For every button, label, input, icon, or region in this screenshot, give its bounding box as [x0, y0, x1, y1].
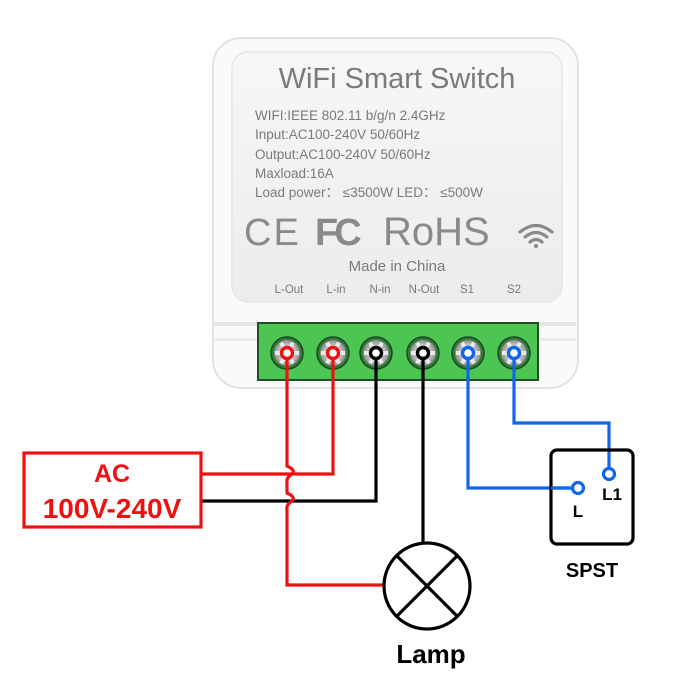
terminal-ring-l-out [279, 345, 295, 361]
spec-line: Load power： ≤3500W LED： ≤500W [255, 185, 483, 200]
terminal-block [257, 322, 539, 381]
wifi-icon [518, 223, 554, 248]
ac-voltage-label: 100V-240V [43, 493, 182, 524]
terminal-ring-s2 [506, 345, 522, 361]
svg-text:RoHS: RoHS [383, 210, 490, 254]
spec-line: Input:AC100-240V 50/60Hz [255, 127, 420, 142]
terminal-labels: L-Out L-in N-in N-Out S1 S2 [275, 284, 521, 296]
spec-line: WIFI:IEEE 802.11 b/g/n 2.4GHz [255, 108, 446, 123]
spst-label: SPST [566, 560, 618, 582]
terminal-ring-n-in [368, 345, 384, 361]
spst-terminal-l-label: L [573, 502, 583, 521]
terminal-label-s1: S1 [460, 284, 474, 296]
terminal-ring-s1 [460, 345, 476, 361]
terminal-ring-n-out [415, 345, 431, 361]
svg-text:CE: CE [244, 212, 301, 254]
wire-s2 [512, 353, 611, 469]
spst-terminal-l-icon [570, 480, 586, 496]
terminal-ring-l-in [325, 345, 341, 361]
origin-label: Made in China [349, 258, 446, 275]
ac-power-source: AC 100V-240V [22, 451, 203, 529]
spec-line: Maxload:16A [255, 166, 334, 181]
device-rail [540, 338, 576, 341]
ac-source-box [22, 451, 203, 529]
svg-text:FC: FC [315, 212, 361, 254]
wire-l-in [202, 353, 335, 476]
spst-terminal-l1-icon [601, 466, 617, 482]
terminal-label-s2: S2 [507, 284, 521, 296]
rohs-mark-icon: RoHS [383, 210, 490, 254]
terminal-label-n-in: N-in [369, 284, 390, 296]
smart-switch-device: WiFi Smart Switch WIFI:IEEE 802.11 b/g/n… [212, 37, 579, 389]
wires [202, 353, 611, 587]
wire-n-in [202, 353, 378, 503]
ac-source-label: AC [94, 460, 130, 488]
spst-switch: L L1 SPST [549, 448, 635, 582]
device-face [231, 51, 563, 303]
terminal-label-n-out: N-Out [409, 284, 440, 296]
device-rail [215, 322, 265, 326]
device-title: WiFi Smart Switch [279, 63, 516, 95]
terminal-label-l-out: L-Out [275, 284, 305, 296]
ce-mark-icon: CE [244, 212, 301, 254]
lamp: Lamp [382, 541, 472, 669]
terminal-wire-rings [279, 345, 522, 361]
lamp-label: Lamp [396, 639, 465, 669]
wire-s1 [466, 353, 573, 490]
spec-line: Output:AC100-240V 50/60Hz [255, 147, 431, 162]
spst-switch-box [549, 448, 635, 546]
device-rail [540, 322, 576, 326]
spst-terminal-l1-label: L1 [602, 485, 622, 504]
wire-l-out [285, 353, 384, 587]
device-rail [215, 338, 265, 341]
fc-mark-icon: FC [315, 212, 365, 254]
lamp-icon [382, 541, 472, 631]
terminal-label-l-in: L-in [326, 284, 345, 296]
